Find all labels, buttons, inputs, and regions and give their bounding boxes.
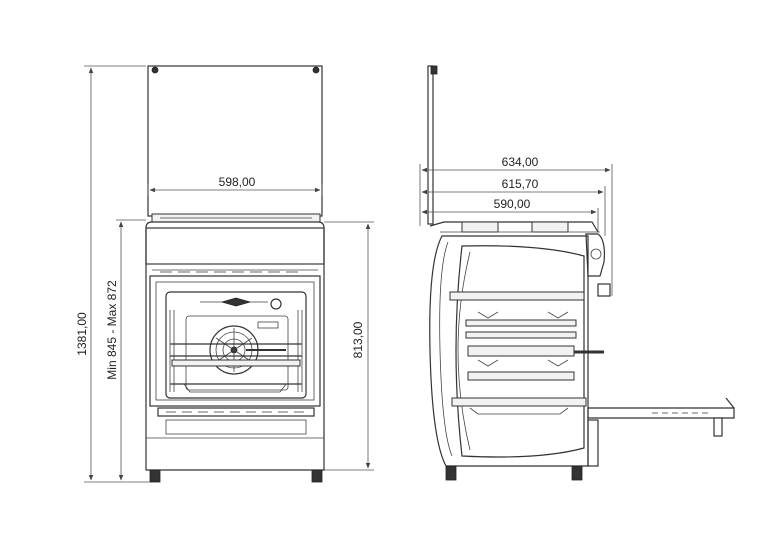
side-lid: [427, 65, 434, 225]
side-knob: [597, 283, 611, 297]
front-view: [145, 65, 325, 483]
side-foot-left: [445, 465, 457, 481]
oven-badge: [257, 321, 279, 329]
front-drawer-strip: [157, 407, 315, 417]
front-dimensions: 598,00 1381,00 Min 845 - Max 872 813,00: [75, 65, 374, 483]
side-oven-cavity: [455, 245, 585, 458]
oven-side-rails: [169, 310, 303, 392]
side-hob-top: [429, 221, 599, 233]
front-foot-right: [311, 469, 323, 483]
dim-total-height-label: 1381,00: [75, 312, 89, 356]
front-foot-left: [149, 469, 161, 483]
side-body-outline: [429, 235, 589, 467]
oven-thermostat: [220, 297, 252, 307]
dim-depth-590-label: 590,00: [494, 197, 531, 211]
lid-screw-left: [151, 66, 159, 74]
side-control-panel: [585, 233, 605, 277]
side-plinth: [587, 419, 599, 467]
oven-lamp: [270, 298, 282, 310]
control-panel: [145, 227, 325, 265]
oven-window: [185, 315, 289, 391]
front-body-outline: [145, 221, 325, 471]
oven-racks: [170, 343, 302, 393]
dim-adjustable-height-label: Min 845 - Max 872: [105, 280, 119, 380]
dim-depth-615-label: 615,70: [502, 177, 539, 191]
dim-depth-634-label: 634,00: [502, 155, 539, 169]
drawer-handle-plinth: [165, 419, 307, 435]
side-racks: [449, 291, 604, 415]
dim-width-label: 598,00: [219, 175, 256, 189]
lid-screw-right: [312, 66, 320, 74]
front-lid-panel: [147, 65, 323, 217]
side-foot-right: [571, 465, 583, 481]
side-view: [427, 65, 735, 481]
door-handle: [713, 417, 723, 437]
side-dimensions: 634,00 615,70 590,00: [419, 155, 613, 296]
dim-body-height-label: 813,00: [351, 321, 365, 358]
side-open-door: [587, 407, 735, 419]
oven-door-frame: [149, 275, 321, 407]
oven-cavity: [165, 291, 307, 399]
